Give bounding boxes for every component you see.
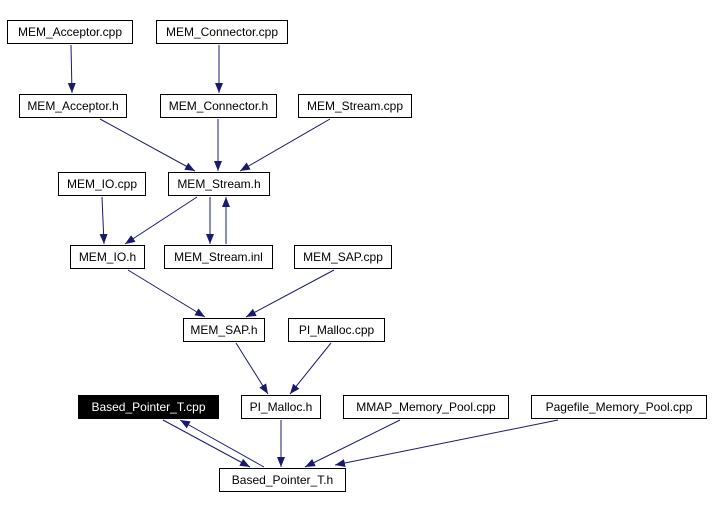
node-mem-acceptor-cpp[interactable]: MEM_Acceptor.cpp xyxy=(7,20,133,44)
node-mem-stream-h[interactable]: MEM_Stream.h xyxy=(168,172,270,196)
node-mem-connector-h[interactable]: MEM_Connector.h xyxy=(160,94,277,118)
node-mem-stream-cpp[interactable]: MEM_Stream.cpp xyxy=(298,94,412,118)
node-pi-malloc-cpp[interactable]: PI_Malloc.cpp xyxy=(288,318,385,342)
node-mem-io-h[interactable]: MEM_IO.h xyxy=(70,245,145,269)
node-mem-stream-inl[interactable]: MEM_Stream.inl xyxy=(164,245,273,269)
node-pagefile-memory-pool-cpp[interactable]: Pagefile_Memory_Pool.cpp xyxy=(531,395,707,419)
node-mmap-memory-pool-cpp[interactable]: MMAP_Memory_Pool.cpp xyxy=(343,395,509,419)
node-pi-malloc-h[interactable]: PI_Malloc.h xyxy=(241,395,321,419)
node-mem-io-cpp[interactable]: MEM_IO.cpp xyxy=(58,172,146,196)
edge-pi-malloc-cpp-to-pi-malloc-h xyxy=(289,342,332,395)
edge-mem-acceptor-h-to-mem-stream-h xyxy=(99,118,196,172)
edge-based-pointer-t-cpp-to-based-pointer-t-h xyxy=(162,419,251,468)
edge-mem-acceptor-cpp-to-mem-acceptor-h xyxy=(67,44,76,94)
edge-mem-stream-h-to-mem-io-h xyxy=(124,196,198,245)
node-mem-sap-cpp[interactable]: MEM_SAP.cpp xyxy=(294,245,392,269)
edge-mem-io-cpp-to-mem-io-h xyxy=(99,196,108,245)
node-based-pointer-t-h[interactable]: Based_Pointer_T.h xyxy=(219,468,346,492)
edge-mmap-memory-pool-cpp-to-based-pointer-t-h xyxy=(304,419,401,468)
edge-mem-stream-cpp-to-mem-stream-h xyxy=(239,118,331,172)
node-based-pointer-t-cpp-current: Based_Pointer_T.cpp xyxy=(78,395,219,419)
edge-mem-sap-h-to-pi-malloc-h xyxy=(235,342,269,395)
edge-based-pointer-t-h-to-based-pointer-t-cpp xyxy=(179,419,265,468)
node-mem-sap-h[interactable]: MEM_SAP.h xyxy=(183,318,265,342)
node-mem-connector-cpp[interactable]: MEM_Connector.cpp xyxy=(156,20,288,44)
node-mem-acceptor-h[interactable]: MEM_Acceptor.h xyxy=(19,94,127,118)
edge-mem-io-h-to-mem-sap-h xyxy=(127,269,206,318)
edge-mem-sap-cpp-to-mem-sap-h xyxy=(245,269,335,318)
edge-pagefile-memory-pool-cpp-to-based-pointer-t-h xyxy=(334,419,559,467)
